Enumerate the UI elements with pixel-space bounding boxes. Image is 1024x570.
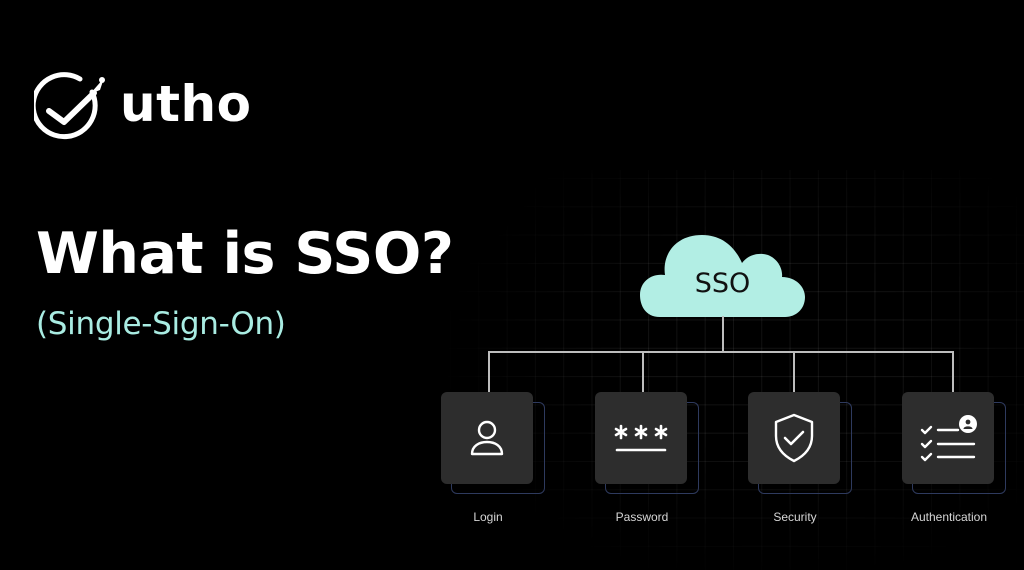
checklist-user-icon — [920, 415, 977, 462]
user-icon — [470, 420, 504, 456]
connector-security — [793, 351, 795, 393]
page-title: What is SSO? — [36, 221, 454, 287]
node-label: Password — [615, 510, 669, 524]
sso-root-label: SSO — [694, 268, 751, 299]
background-grid — [440, 170, 1024, 570]
node-label: Login — [473, 510, 503, 524]
node-label: Security — [773, 510, 817, 524]
connector-root — [722, 316, 724, 352]
check-rocket-circle-icon — [34, 72, 105, 140]
cloud-icon — [640, 235, 805, 317]
shield-check-icon — [774, 413, 814, 463]
brand-logo: utho — [34, 70, 251, 144]
brand-name: utho — [120, 75, 252, 133]
connector-login — [488, 351, 490, 393]
page-subtitle: (Single-Sign-On) — [36, 306, 286, 342]
node-label: Authentication — [910, 510, 988, 524]
password-asterisks-icon — [614, 424, 668, 452]
connector-password — [642, 351, 644, 393]
connector-authentication — [952, 351, 954, 393]
connector-bus — [488, 351, 954, 353]
